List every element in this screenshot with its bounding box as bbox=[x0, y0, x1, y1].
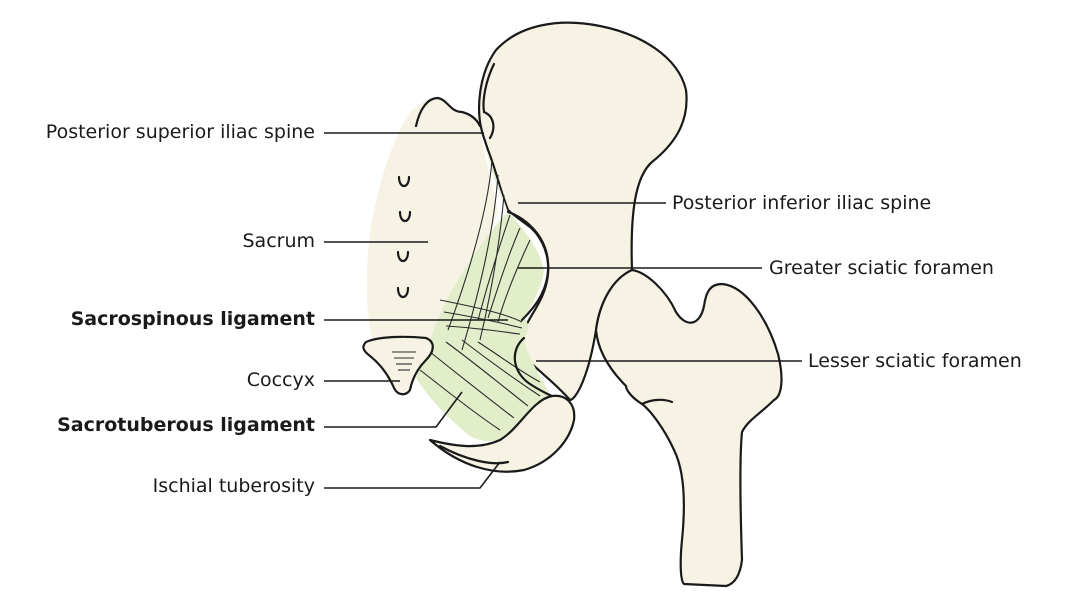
label-ischial-tuberosity: Ischial tuberosity bbox=[152, 475, 315, 497]
label-posterior-inferior-iliac-spine: Posterior inferior iliac spine bbox=[672, 192, 932, 214]
label-sacrotuberous-ligament: Sacrotuberous ligament bbox=[57, 414, 315, 436]
greater-sciatic-foramen-outline bbox=[506, 210, 550, 322]
femur-bone bbox=[594, 268, 783, 588]
ligament-fibers bbox=[419, 159, 541, 431]
iliac-crest-inner bbox=[482, 62, 496, 114]
sacrum-top-edge bbox=[414, 96, 482, 128]
psis-knob bbox=[482, 110, 495, 140]
label-lesser-sciatic-foramen: Lesser sciatic foramen bbox=[808, 350, 1022, 372]
leader-ischial bbox=[324, 461, 501, 489]
coccyx-bone bbox=[362, 335, 434, 396]
label-posterior-superior-iliac-spine: Posterior superior iliac spine bbox=[45, 121, 315, 143]
sacral-foramina bbox=[396, 175, 412, 299]
ischial-inner-edge bbox=[438, 444, 510, 465]
label-coccyx: Coccyx bbox=[246, 369, 315, 391]
ischial-tuberosity-bone bbox=[428, 394, 576, 473]
label-sacrospinous-ligament: Sacrospinous ligament bbox=[70, 308, 315, 330]
label-greater-sciatic-foramen: Greater sciatic foramen bbox=[769, 257, 994, 279]
coccyx-ridges bbox=[392, 351, 416, 371]
leader-lines bbox=[324, 132, 802, 489]
label-sacrum: Sacrum bbox=[242, 230, 315, 252]
femoral-neck-line bbox=[640, 398, 674, 406]
leader-sacrotuberous bbox=[324, 391, 463, 428]
